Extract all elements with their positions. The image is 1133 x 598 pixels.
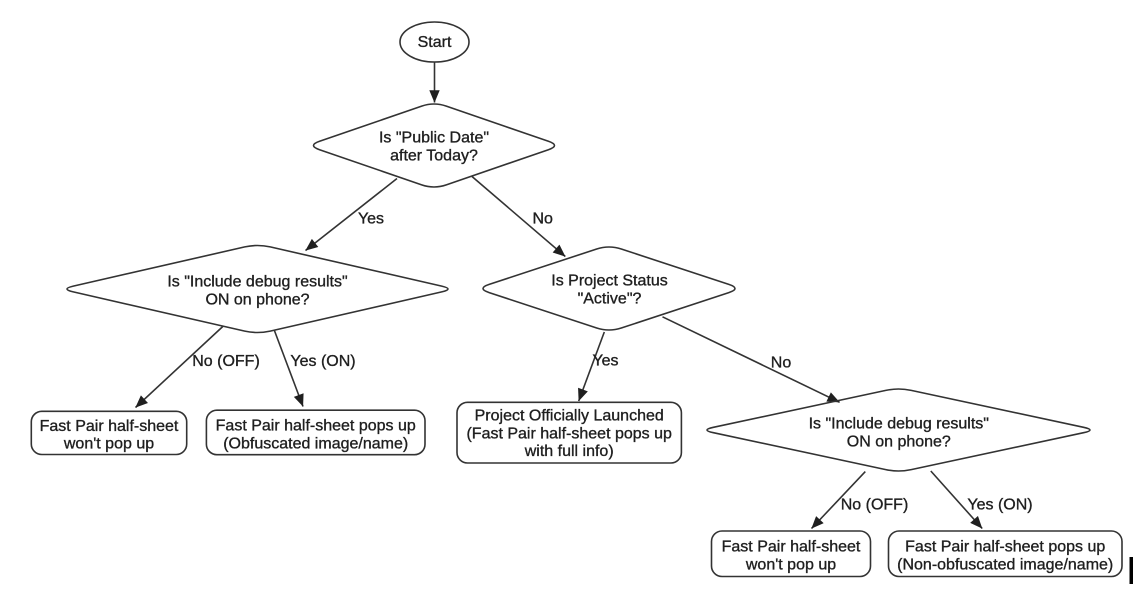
svg-text:ON on phone?: ON on phone?	[205, 292, 309, 309]
svg-text:(Obfuscated image/name): (Obfuscated image/name)	[223, 436, 408, 453]
svg-text:No (OFF): No (OFF)	[841, 497, 909, 514]
svg-text:Is "Include debug results": Is "Include debug results"	[167, 274, 347, 291]
svg-text:Start: Start	[418, 34, 452, 51]
svg-text:Yes (ON): Yes (ON)	[290, 353, 355, 370]
svg-text:Is Project Status: Is Project Status	[551, 273, 668, 290]
svg-text:Is "Include debug results": Is "Include debug results"	[809, 416, 989, 433]
svg-text:Fast Pair half-sheet: Fast Pair half-sheet	[40, 418, 179, 435]
svg-text:No: No	[771, 355, 792, 372]
svg-text:No (OFF): No (OFF)	[192, 353, 260, 370]
svg-text:Fast Pair half-sheet: Fast Pair half-sheet	[722, 538, 861, 555]
svg-text:with full info): with full info)	[524, 443, 614, 460]
svg-text:No: No	[532, 211, 553, 228]
svg-text:after Today?: after Today?	[390, 148, 478, 165]
svg-text:"Active"?: "Active"?	[578, 291, 642, 308]
svg-text:(Fast Pair half-sheet pops up: (Fast Pair half-sheet pops up	[466, 426, 672, 443]
svg-text:Is "Public Date": Is "Public Date"	[379, 130, 489, 147]
svg-text:Fast Pair half-sheet pops up: Fast Pair half-sheet pops up	[905, 539, 1105, 556]
svg-text:Yes: Yes	[592, 353, 618, 370]
svg-text:(Non-obfuscated image/name): (Non-obfuscated image/name)	[897, 557, 1113, 574]
svg-text:won't pop up: won't pop up	[745, 556, 836, 573]
svg-text:Yes: Yes	[358, 211, 384, 228]
svg-text:Project Officially Launched: Project Officially Launched	[475, 408, 664, 425]
svg-text:Fast Pair half-sheet pops up: Fast Pair half-sheet pops up	[216, 418, 416, 435]
svg-text:ON on phone?: ON on phone?	[847, 434, 951, 451]
svg-text:won't pop up: won't pop up	[63, 436, 154, 453]
svg-text:Yes (ON): Yes (ON)	[967, 497, 1032, 514]
